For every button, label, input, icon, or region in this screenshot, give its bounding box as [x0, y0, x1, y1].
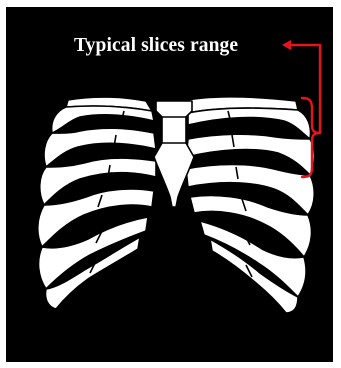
- ribcage-illustration: [6, 7, 333, 362]
- annotation-label: Typical slices range: [74, 36, 238, 56]
- ribcage: [38, 97, 315, 313]
- arrowhead-icon: [282, 40, 291, 50]
- illustration-frame: Typical slices range: [6, 7, 333, 362]
